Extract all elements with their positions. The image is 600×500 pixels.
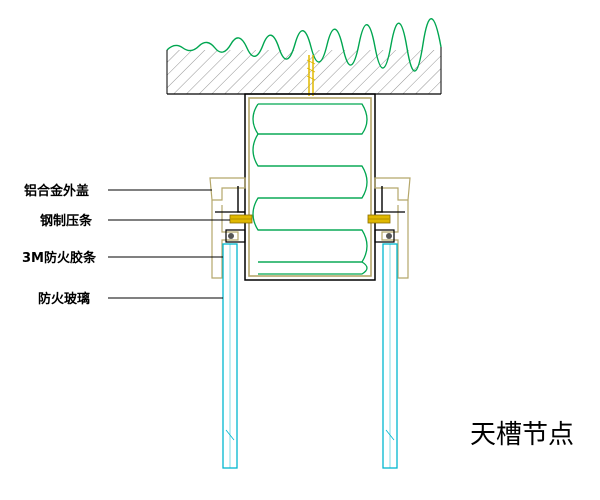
right-fire-glass-panel <box>382 243 398 469</box>
label-fire-glass: 防火玻璃 <box>38 291 90 307</box>
slab-break-line <box>166 18 442 72</box>
left-fire-glass-panel <box>222 243 238 469</box>
steel-channel-box <box>244 93 376 281</box>
ceiling-slab <box>166 18 442 95</box>
label-steel-press-strip: 钢制压条 <box>40 213 93 229</box>
right-fire-seal <box>386 233 392 239</box>
drawing-title: 天槽节点 <box>470 420 574 450</box>
right-frame-assembly <box>367 177 411 279</box>
anchor-bolt <box>306 55 316 96</box>
label-aluminum-cover: 铝合金外盖 <box>24 183 89 199</box>
label-fire-seal-strip: 3M防火胶条 <box>22 250 97 266</box>
left-frame-assembly <box>209 177 253 279</box>
left-fire-seal <box>228 233 234 239</box>
fire-insulation <box>252 103 368 275</box>
callout-leaders <box>108 189 230 299</box>
